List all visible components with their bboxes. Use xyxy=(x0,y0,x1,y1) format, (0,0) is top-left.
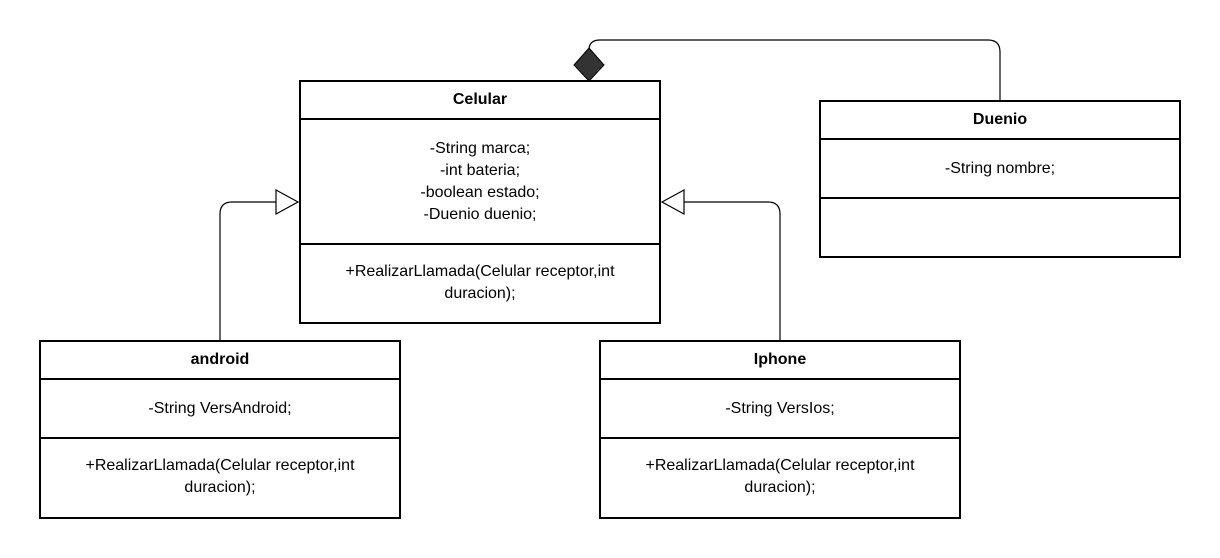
operations-section xyxy=(821,199,1179,256)
attribute: -int bateria; xyxy=(439,161,521,179)
class-name: android xyxy=(41,342,399,380)
attribute: -String VersIos; xyxy=(725,399,835,417)
generalization-line-iphone xyxy=(684,201,781,340)
inheritance-arrow-icon xyxy=(275,188,300,216)
attributes-section: -String VersIos; xyxy=(601,380,959,439)
class-name: Iphone xyxy=(601,342,959,380)
operation-line: +RealizarLlamada(Celular receptor,int xyxy=(645,457,915,474)
attribute: -String nombre; xyxy=(944,159,1056,177)
attributes-section: -String marca; -int bateria; -boolean es… xyxy=(301,120,659,245)
operations-section: +RealizarLlamada(Celular receptor,int du… xyxy=(601,439,959,517)
composition-line xyxy=(588,39,1001,100)
attribute: -boolean estado; xyxy=(420,183,540,201)
operation-line: duracion); xyxy=(184,479,256,496)
operations-section: +RealizarLlamada(Celular receptor,int du… xyxy=(301,245,659,322)
operation-line: +RealizarLlamada(Celular receptor,int xyxy=(345,263,615,280)
attributes-section: -String VersAndroid; xyxy=(41,380,399,439)
operations-section: +RealizarLlamada(Celular receptor,int du… xyxy=(41,439,399,517)
class-name: Duenio xyxy=(821,102,1179,140)
inheritance-arrow-icon xyxy=(660,188,685,216)
attributes-section: -String nombre; xyxy=(821,140,1179,199)
class-name: Celular xyxy=(301,82,659,120)
operation-line: duracion); xyxy=(744,479,816,496)
composition-diamond-icon xyxy=(573,47,605,82)
attribute: -String VersAndroid; xyxy=(148,399,292,417)
generalization-line-android xyxy=(219,201,276,340)
class-iphone[interactable]: Iphone -String VersIos; +RealizarLlamada… xyxy=(599,340,961,519)
class-android[interactable]: android -String VersAndroid; +RealizarLl… xyxy=(39,340,401,519)
operation-line: duracion); xyxy=(444,285,516,302)
operation-line: +RealizarLlamada(Celular receptor,int xyxy=(85,457,355,474)
class-duenio[interactable]: Duenio -String nombre; xyxy=(819,100,1181,258)
attribute: -String marca; xyxy=(429,139,531,157)
attribute: -Duenio duenio; xyxy=(423,205,537,223)
class-celular[interactable]: Celular -String marca; -int bateria; -bo… xyxy=(299,80,661,324)
